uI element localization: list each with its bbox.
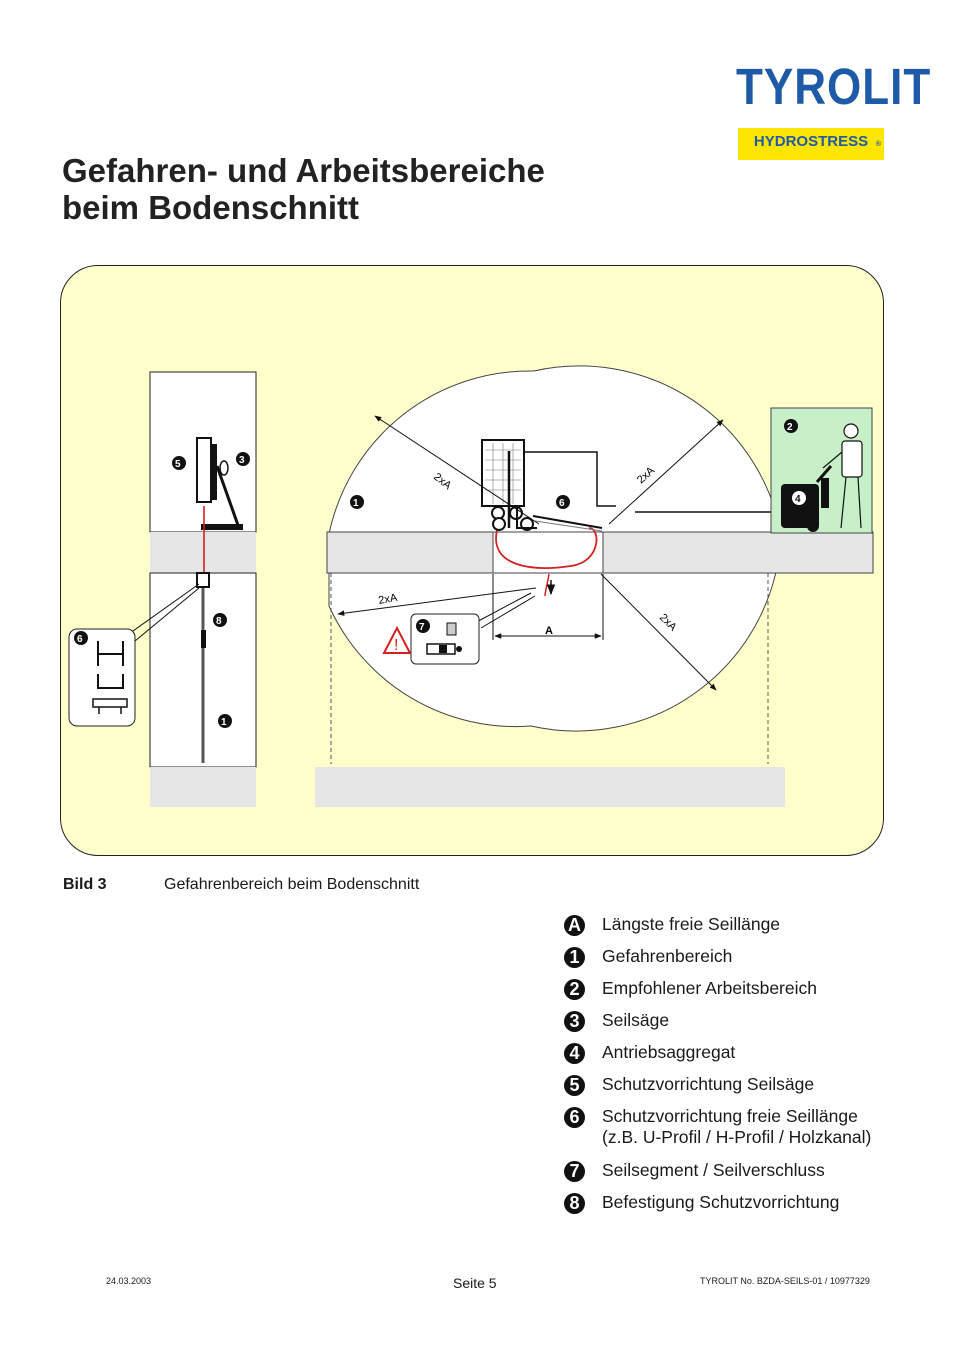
legend-key-badge: 7 xyxy=(564,1161,585,1182)
svg-text:2: 2 xyxy=(787,422,793,433)
warning-triangle-icon: ! xyxy=(382,625,412,654)
saw-wire-loop xyxy=(495,527,598,569)
svg-text:3: 3 xyxy=(239,455,245,466)
legend-key-badge: A xyxy=(564,915,585,936)
left-lower-slab xyxy=(150,767,256,807)
u-profile-icon xyxy=(97,674,124,689)
callout-7: 7 xyxy=(416,619,430,633)
title-line-1: Gefahren- und Arbeitsbereiche xyxy=(62,152,545,189)
footer-date: 24.03.2003 xyxy=(106,1276,152,1286)
legend-key-badge: 4 xyxy=(564,1043,585,1064)
figure-caption-label: Bild 3 xyxy=(63,876,107,893)
saw-guard-plate xyxy=(532,515,603,529)
legend: A Längste freie Seillänge 1 Gefahrenbere… xyxy=(564,913,924,1223)
h-profile-icon xyxy=(97,641,124,666)
wire-segment-icon xyxy=(446,622,457,636)
h-profile-mount xyxy=(196,572,210,588)
legend-text: Empfohlener Arbeitsbereich xyxy=(602,978,817,998)
legend-item: 3 Seilsäge xyxy=(564,1009,924,1041)
sub-brand-label: HYDROSTRESS xyxy=(753,133,869,150)
legend-item: 8 Befestigung Schutzvorrichtung xyxy=(564,1191,924,1223)
svg-text:1: 1 xyxy=(221,717,227,728)
dim-label-bottom-left: 2xA xyxy=(377,592,398,607)
main-slab-left xyxy=(326,531,494,574)
legend-key-badge: 8 xyxy=(564,1193,585,1214)
callout-1-right: 1 xyxy=(350,495,364,509)
guard-fixing xyxy=(201,630,206,648)
legend-text: Längste freie Seillänge xyxy=(602,914,781,934)
legend-item: A Längste freie Seillänge xyxy=(564,913,924,945)
brand-wordmark: TYROLIT xyxy=(736,59,932,116)
wire-saw-machine xyxy=(481,439,537,531)
legend-key-badge: 3 xyxy=(564,1011,585,1032)
svg-text:6: 6 xyxy=(77,634,83,645)
svg-text:6: 6 xyxy=(559,498,565,509)
legend-text: Gefahrenbereich xyxy=(602,946,733,966)
footer-page-number: Seite 5 xyxy=(453,1275,497,1291)
lower-slab xyxy=(315,767,785,807)
callout-6-left: 6 xyxy=(74,631,88,645)
legend-text-sub: (z.B. U-Profil / H-Profil / Holzkanal) xyxy=(602,1127,872,1147)
legend-item: 2 Empfohlener Arbeitsbereich xyxy=(564,977,924,1009)
channel-profile-icon xyxy=(92,698,128,714)
left-slab xyxy=(150,532,256,573)
legend-text: Seilsäge xyxy=(602,1010,670,1030)
page-title: Gefahren- und Arbeitsbereiche beim Boden… xyxy=(62,152,545,226)
legend-key-badge: 2 xyxy=(564,979,585,1000)
svg-text:5: 5 xyxy=(175,459,181,470)
legend-key-badge: 1 xyxy=(564,947,585,968)
legend-text: Seilsegment / Seilverschluss xyxy=(602,1160,825,1180)
figure-caption-text: Gefahrenbereich beim Bodenschnitt xyxy=(164,876,420,893)
legend-text: Schutzvorrichtung freie Seillänge (z.B. … xyxy=(602,1106,871,1148)
legend-text: Schutzvorrichtung Seilsäge xyxy=(602,1074,815,1094)
svg-text:7: 7 xyxy=(419,622,425,633)
hydraulic-hose-1 xyxy=(524,451,616,507)
callout-4: 4 xyxy=(792,491,806,505)
callout-8: 8 xyxy=(213,613,227,627)
legend-item: 5 Schutzvorrichtung Seilsäge xyxy=(564,1073,924,1105)
drive-unit xyxy=(781,465,833,532)
legend-text-main: Schutzvorrichtung freie Seillänge xyxy=(602,1106,858,1126)
legend-text: Antriebsaggregat xyxy=(602,1042,736,1062)
legend-item: 7 Seilsegment / Seilverschluss xyxy=(564,1159,924,1191)
svg-text:4: 4 xyxy=(795,494,801,505)
callout-6-right: 6 xyxy=(556,495,570,509)
figure-panel: 2xA 2xA 2xA 2xA A ! 5 3 8 1 6 1 6 xyxy=(60,265,884,856)
svg-text:1: 1 xyxy=(353,498,359,509)
svg-text:8: 8 xyxy=(216,616,222,627)
callout-5: 5 xyxy=(172,456,186,470)
legend-text: Befestigung Schutzvorrichtung xyxy=(602,1192,840,1212)
legend-item: 1 Gefahrenbereich xyxy=(564,945,924,977)
wire-connector-icon xyxy=(426,643,462,655)
worker-figure xyxy=(822,423,863,529)
main-slab-right xyxy=(602,531,874,574)
callout-3: 3 xyxy=(236,452,250,466)
wire-saw-side xyxy=(196,437,243,530)
warning-mark: ! xyxy=(394,637,398,654)
cut-block xyxy=(492,531,604,574)
legend-item: 4 Antriebsaggregat xyxy=(564,1041,924,1073)
footer-document-number: TYROLIT No. BZDA-SEILS-01 / 10977329 xyxy=(700,1276,870,1286)
legend-item: 6 Schutzvorrichtung freie Seillänge (z.B… xyxy=(564,1105,924,1159)
callout-1-left: 1 xyxy=(218,714,232,728)
registered-mark: ® xyxy=(875,141,881,148)
dim-a-label: A xyxy=(545,625,553,637)
floor-cut-diagram: 2xA 2xA 2xA 2xA A ! 5 3 8 1 6 1 6 xyxy=(68,365,874,807)
tyrolit-logo: TYROLIT HYDROSTRESS ® xyxy=(736,58,930,160)
legend-key-badge: 6 xyxy=(564,1107,585,1128)
callout-2: 2 xyxy=(784,419,798,433)
hydrostress-badge: HYDROSTRESS ® xyxy=(738,128,884,160)
title-line-2: beim Bodenschnitt xyxy=(62,189,360,226)
legend-key-badge: 5 xyxy=(564,1075,585,1096)
